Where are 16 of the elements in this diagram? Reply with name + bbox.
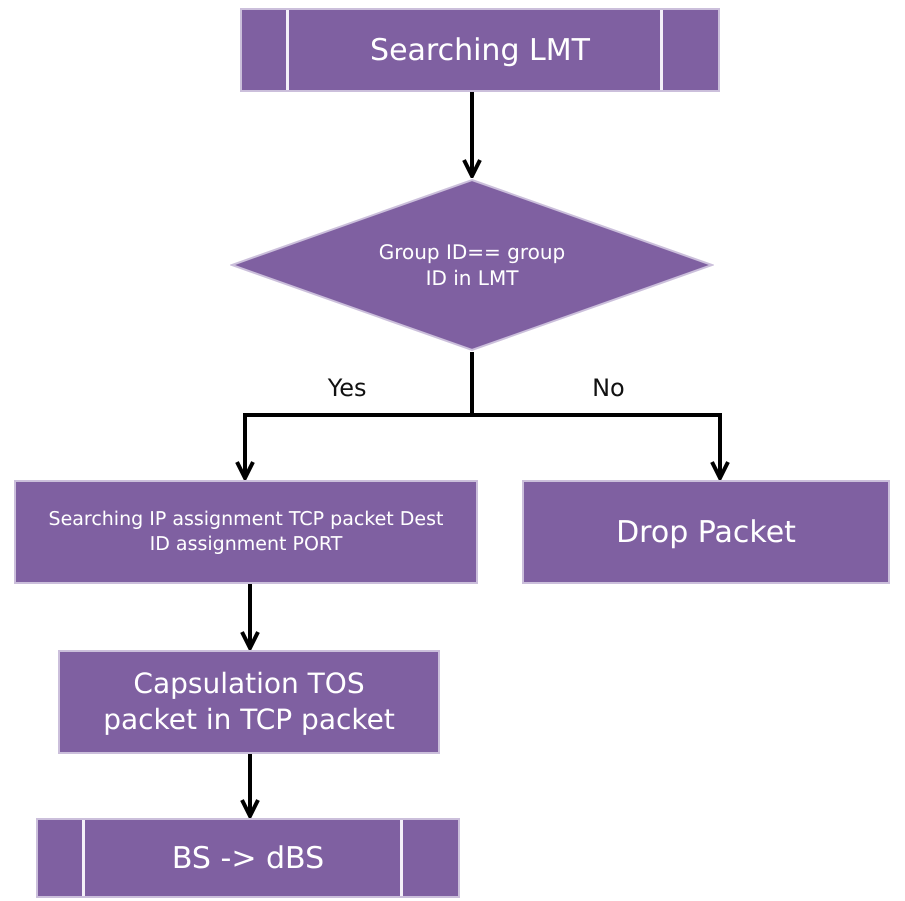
node-text: Capsulation TOS packet in TCP packet [102, 666, 396, 738]
node-text: Drop Packet [616, 514, 796, 552]
arrow [240, 584, 260, 650]
node-text: Searching IP assignment TCP packet Dest ID assignment PORT [48, 507, 444, 557]
predefined-process-box [240, 8, 720, 92]
predefined-process-box [36, 818, 460, 898]
decision-diamond [230, 178, 714, 352]
node-text: BS -> dBS [172, 840, 324, 878]
arrow [470, 352, 730, 480]
arrow [240, 754, 260, 818]
process-box [14, 480, 478, 584]
node-text: Searching LMT [370, 32, 590, 70]
process-box [58, 650, 440, 754]
node-text: Group ID== group ID in LMT [378, 239, 566, 291]
arrow [462, 92, 482, 178]
process-box [522, 480, 890, 584]
